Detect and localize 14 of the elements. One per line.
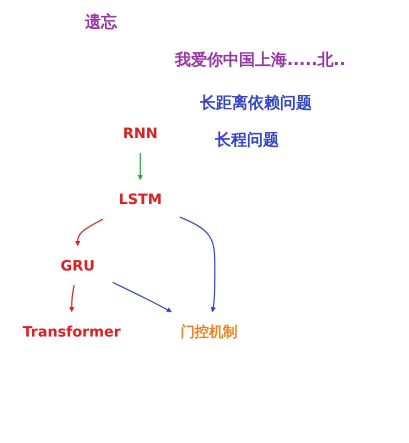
arrow [138, 153, 143, 180]
node-text: LSTM [118, 191, 162, 208]
note-text: 长距离依赖问题 [200, 93, 312, 114]
arrow [112, 282, 172, 312]
arrow [69, 285, 75, 312]
note-text: 我爱你中国上海.....北.. [175, 50, 346, 71]
node-text: Transformer [22, 323, 121, 340]
node-text: GRU [60, 257, 95, 274]
note-text: 长程问题 [215, 130, 279, 151]
node-text: RNN [122, 125, 158, 142]
arrow [75, 218, 104, 246]
arrow [180, 216, 216, 312]
note-text: 遗忘 [85, 12, 117, 33]
node-text: 门控机制 [180, 323, 238, 340]
